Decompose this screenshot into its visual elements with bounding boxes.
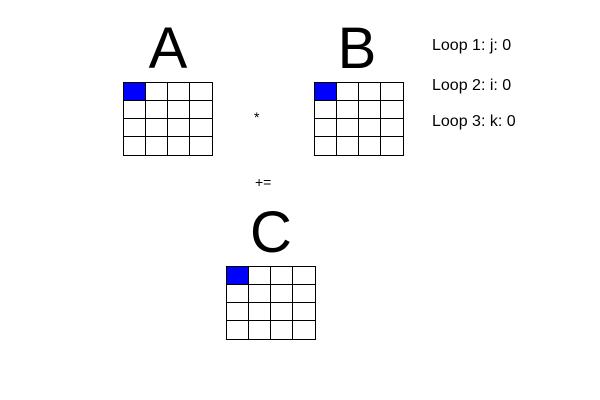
matrix-a-cell [190, 101, 212, 119]
matrix-b-cell [359, 137, 381, 155]
matrix-a-active-cell [124, 83, 146, 101]
matrix-c-cell [249, 267, 271, 285]
matrix-c-cell [293, 285, 315, 303]
multiply-operator: * [254, 109, 260, 125]
matrix-b-cell [381, 137, 403, 155]
matrix-b-active-cell [315, 83, 337, 101]
matrix-c-cell [293, 321, 315, 339]
matrix-b-cell [315, 119, 337, 137]
matrix-c-cell [293, 267, 315, 285]
matrix-a-cell [190, 137, 212, 155]
matrix-c-cell [271, 303, 293, 321]
matrix-c-cell [271, 285, 293, 303]
matrix-c-grid [226, 266, 316, 340]
matrix-c-cell [227, 321, 249, 339]
loop-3-status: Loop 3: k: 0 [432, 113, 516, 130]
matrix-a-cell [124, 101, 146, 119]
matrix-b-cell [381, 119, 403, 137]
matrix-a-cell [168, 119, 190, 137]
matrix-c-cell [249, 321, 271, 339]
plus-equals-operator: += [255, 174, 272, 190]
matrix-a-cell [168, 137, 190, 155]
matrix-c-cell [227, 285, 249, 303]
matrix-b-cell [337, 119, 359, 137]
matrix-c-active-cell [227, 267, 249, 285]
matrix-c-cell [249, 285, 271, 303]
matrix-b-cell [337, 101, 359, 119]
matrix-c-cell [249, 303, 271, 321]
matrix-a-cell [168, 101, 190, 119]
matrix-b-grid [314, 82, 404, 156]
matrix-b-cell [381, 83, 403, 101]
matrix-a-cell [146, 137, 168, 155]
matrix-c-cell [227, 303, 249, 321]
matrix-b-cell [359, 101, 381, 119]
matrix-a-cell [190, 119, 212, 137]
matrix-c-title: C [250, 200, 292, 265]
matrix-b-cell [315, 137, 337, 155]
matrix-a-title: A [148, 16, 188, 81]
matrix-b-cell [359, 83, 381, 101]
loop-1-status: Loop 1: j: 0 [432, 37, 512, 54]
matrix-a-cell [124, 119, 146, 137]
matrix-b-cell [337, 83, 359, 101]
matrix-b-cell [337, 137, 359, 155]
matrix-c-cell [293, 303, 315, 321]
matrix-a-cell [124, 137, 146, 155]
matrix-a-grid [123, 82, 213, 156]
matrix-a-cell [190, 83, 212, 101]
matrix-a-cell [146, 101, 168, 119]
matrix-a-cell [146, 83, 168, 101]
loop-2-status: Loop 2: i: 0 [432, 77, 512, 94]
matrix-a-cell [146, 119, 168, 137]
matrix-b-cell [381, 101, 403, 119]
matrix-b-cell [315, 101, 337, 119]
matrix-b-cell [359, 119, 381, 137]
matrix-c-cell [271, 321, 293, 339]
matrix-a-cell [168, 83, 190, 101]
matrix-b-title: B [337, 16, 377, 81]
matrix-c-cell [271, 267, 293, 285]
